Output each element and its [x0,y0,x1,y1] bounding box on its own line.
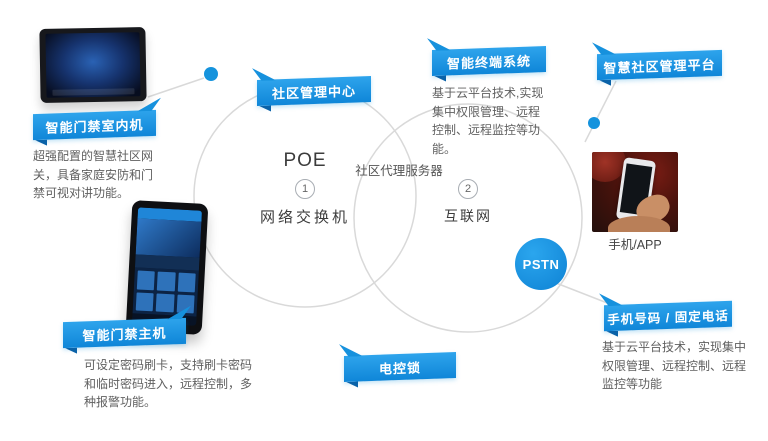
banner-main-unit: 智能门禁主机 [63,317,186,349]
pstn-connector-line [555,282,616,307]
banner-phone-line: 手机号码 / 固定电话 [604,300,732,332]
internet-node: 2 互联网 [441,179,495,226]
step-2-badge: 2 [458,179,478,199]
desc-phone-line: 基于云平台技术，实现集中权限管理、远程控制、远程监控等功能 [602,340,747,392]
tablet-connector-line [147,77,205,98]
banner-indoor-unit-label: 智能门禁室内机 [45,116,144,136]
banner-main-unit-label: 智能门禁主机 [82,325,167,343]
main-unit-device-image [125,200,209,335]
pstn-node: PSTN [515,238,567,290]
internet-label: 互联网 [444,208,492,224]
phone-app-caption: 手机/APP [608,238,662,252]
desc-main-unit: 可设定密码刷卡，支持刷卡密码和临时密码进入，远程控制，多种报警功能。 [84,358,253,410]
banner-terminal-system: 智能终端系统 [432,46,546,76]
network-switch-label: 网络交换机 [260,209,351,226]
desc-indoor-unit: 超强配置的智慧社区网关，具备家庭安防和门禁可视对讲功能。 [33,149,154,201]
node-dot-left [204,67,218,81]
banner-community-center-label: 社区管理中心 [271,83,356,101]
poe-label: POE [283,150,327,171]
banner-platform-label: 智慧社区管理平台 [603,56,716,76]
banner-phone-line-label: 手机号码 / 固定电话 [607,308,729,327]
banner-electric-lock: 电控锁 [344,352,456,382]
proxy-server-label: 社区代理服务器 [355,164,443,178]
desc-terminal-system: 基于云平台技术,实现集中权限管理、远程控制、远程监控等功能。 [432,86,544,156]
banner-platform: 智慧社区管理平台 [597,49,722,81]
indoor-unit-device-image [39,27,147,103]
hand [608,216,670,232]
banner-indoor-unit: 智能门禁室内机 [33,109,156,141]
poe-switch-node: POE 1 网络交换机 [260,150,350,227]
banner-electric-lock-label: 电控锁 [378,359,421,377]
internet-network-circle [353,103,583,333]
phone-app-photo [592,152,678,232]
banner-community-center: 社区管理中心 [257,76,371,106]
main-unit-screen [132,207,203,326]
main-unit-screen-photo [135,218,202,258]
node-dot-right [588,117,600,129]
banner-terminal-system-label: 智能终端系统 [446,53,531,71]
platform-connector-line [584,80,617,143]
main-unit-icon-grid [132,267,199,317]
step-1-badge: 1 [295,179,315,199]
